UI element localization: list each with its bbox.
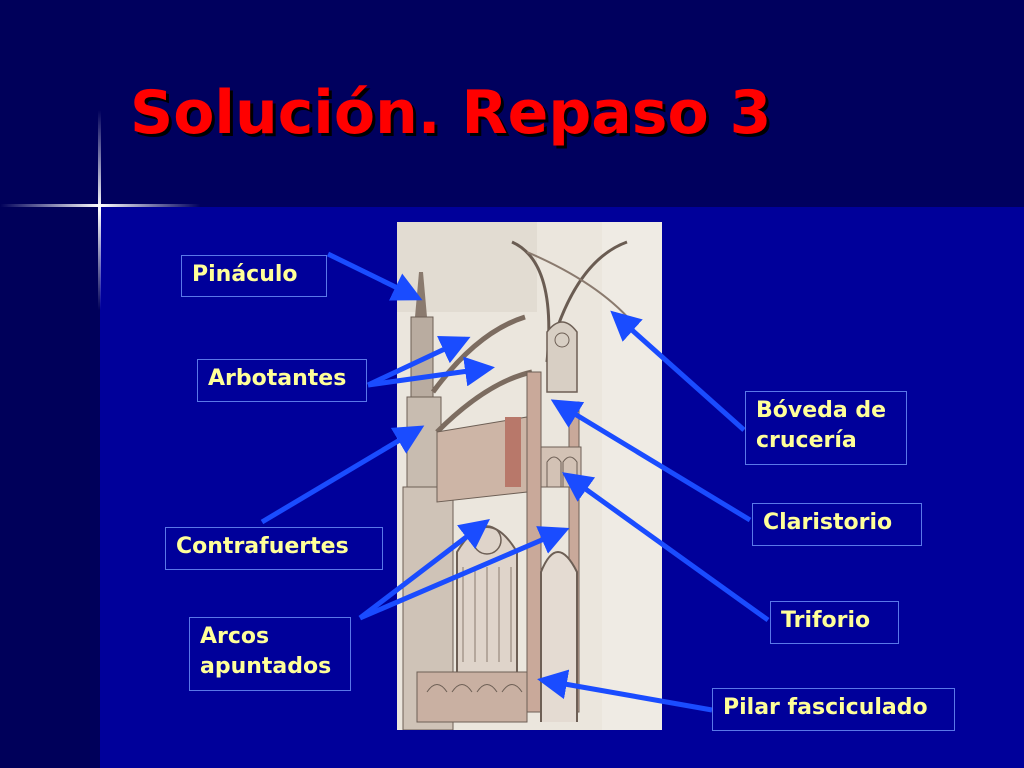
label-arbotantes: Arbotantes bbox=[197, 359, 367, 402]
label-claristorio: Claristorio bbox=[752, 503, 922, 546]
label-boveda-line2: crucería bbox=[756, 428, 857, 453]
label-boveda-line1: Bóveda de bbox=[756, 398, 887, 423]
header-band bbox=[0, 0, 1024, 207]
sparkle-vertical bbox=[98, 110, 101, 310]
label-triforio: Triforio bbox=[770, 601, 899, 644]
label-claristorio-text: Claristorio bbox=[763, 510, 893, 535]
label-arcos-line2: apuntados bbox=[200, 654, 332, 679]
label-arcos-apuntados: Arcos apuntados bbox=[189, 617, 351, 691]
label-pinaculo: Pináculo bbox=[181, 255, 327, 297]
label-arbotantes-text: Arbotantes bbox=[208, 366, 347, 391]
label-boveda-cruceria: Bóveda de crucería bbox=[745, 391, 907, 465]
label-pilar-fasciculado: Pilar fasciculado bbox=[712, 688, 955, 731]
label-pinaculo-text: Pináculo bbox=[192, 262, 298, 287]
label-contrafuertes-text: Contrafuertes bbox=[176, 534, 349, 559]
cathedral-drawing bbox=[397, 222, 662, 731]
label-pilar-text: Pilar fasciculado bbox=[723, 695, 928, 720]
label-arcos-line1: Arcos bbox=[200, 624, 270, 649]
label-contrafuertes: Contrafuertes bbox=[165, 527, 383, 570]
label-triforio-text: Triforio bbox=[781, 608, 871, 633]
gothic-cathedral-illustration bbox=[397, 222, 662, 731]
slide-title: Solución. Repaso 3 bbox=[130, 78, 772, 148]
left-band bbox=[0, 0, 100, 768]
